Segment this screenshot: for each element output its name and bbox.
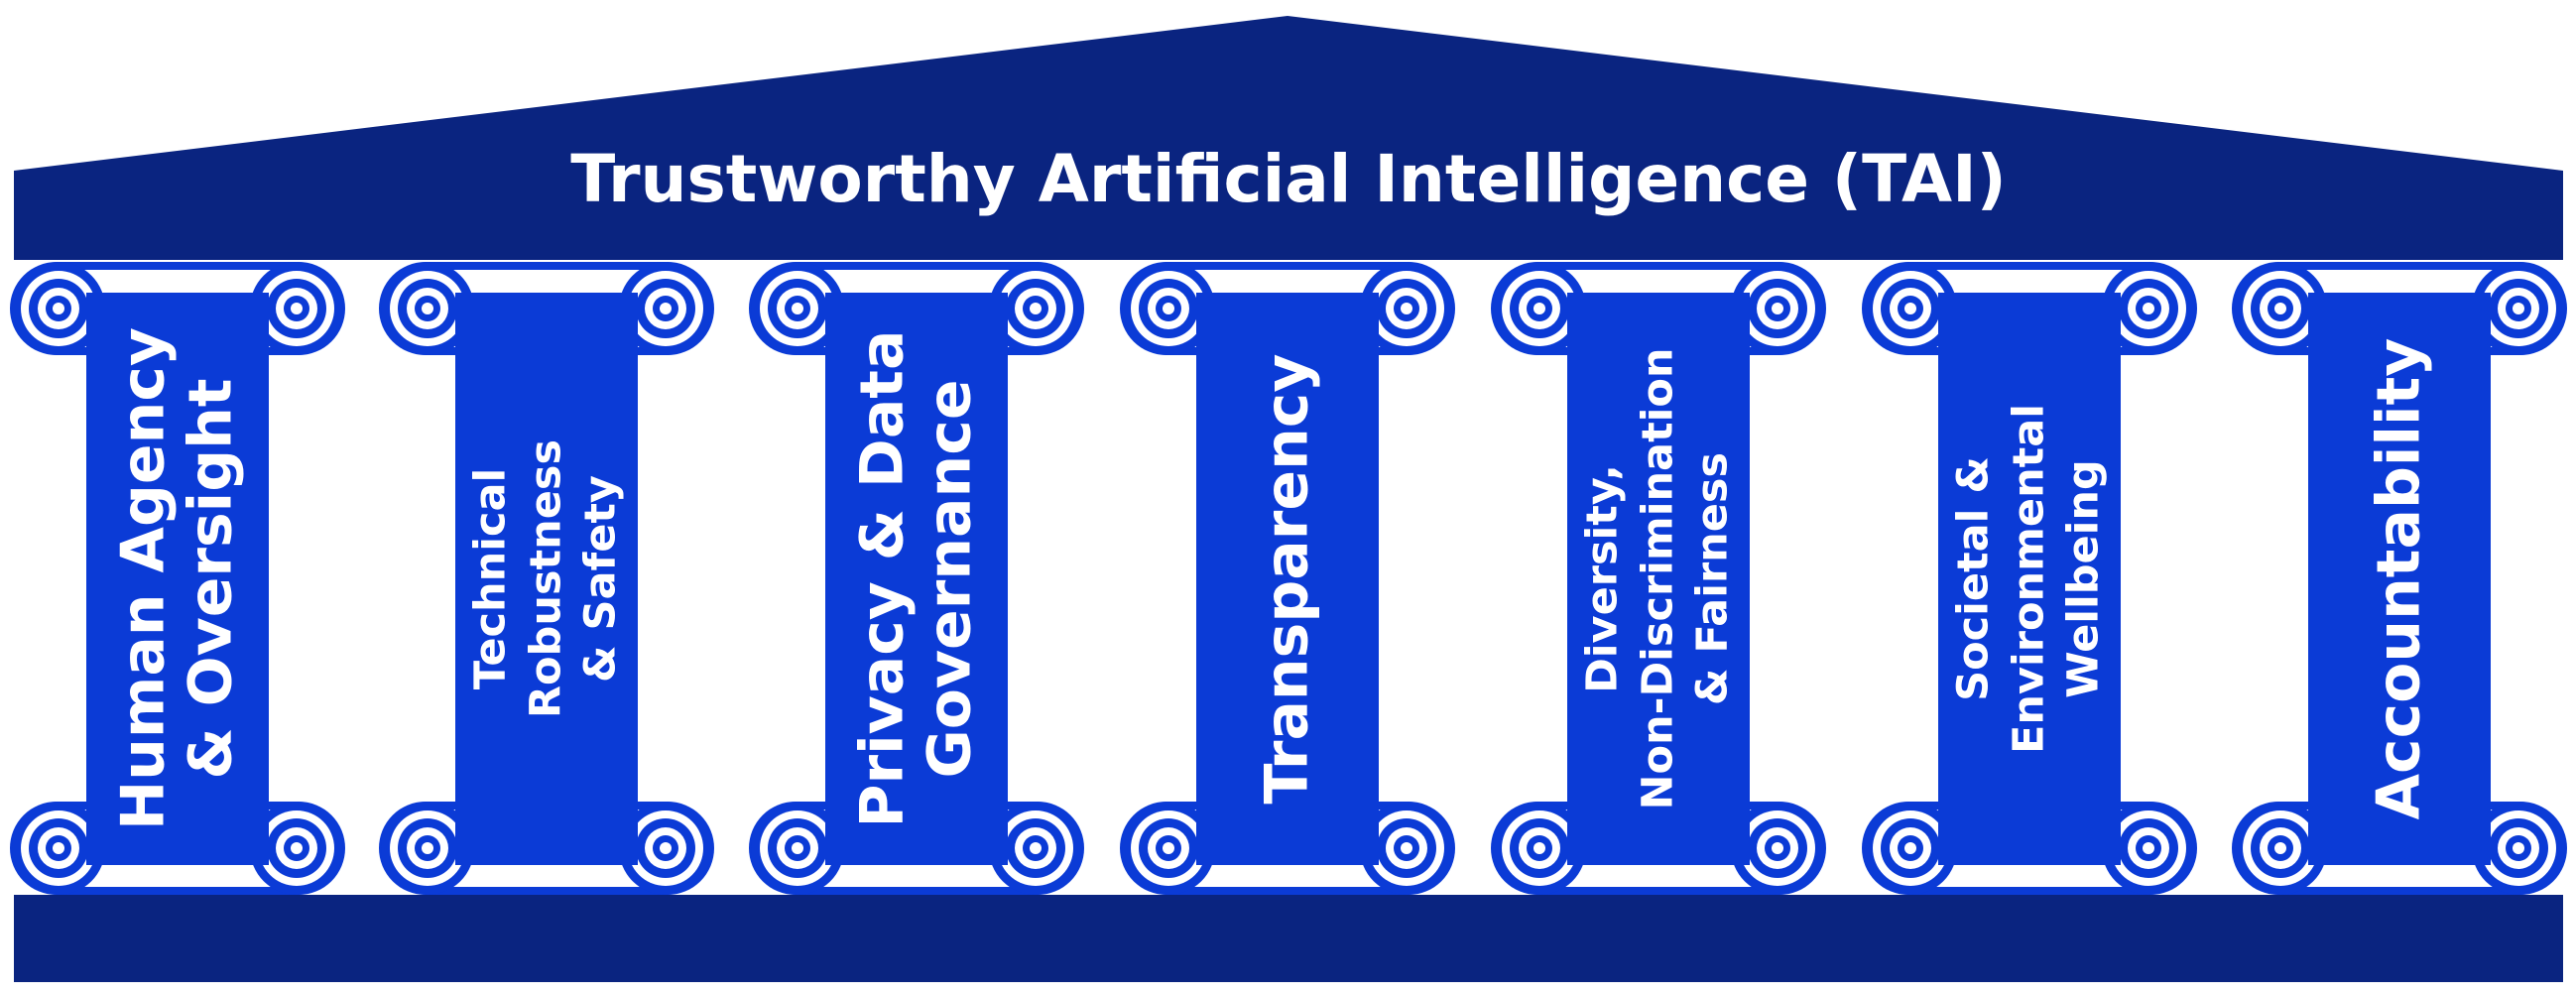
volute-left bbox=[751, 802, 844, 895]
volute-left bbox=[12, 262, 105, 355]
pillar-label-line: Privacy & Data bbox=[847, 329, 918, 827]
volute-right bbox=[2472, 262, 2565, 355]
volute-right bbox=[989, 262, 1082, 355]
volute-left bbox=[381, 262, 474, 355]
pillar-label-line: & Oversight bbox=[176, 377, 245, 780]
volute-right bbox=[250, 262, 343, 355]
pillar-shaft-body bbox=[825, 293, 1008, 865]
volute-left bbox=[1122, 802, 1215, 895]
volute-left bbox=[751, 262, 844, 355]
pillar-label-line: Wellbeing bbox=[2058, 458, 2109, 698]
volute-left bbox=[12, 802, 105, 895]
volute-right bbox=[989, 802, 1082, 895]
pillar-label-line: Environmental bbox=[2004, 403, 2054, 754]
pillar-label-line: Societal & bbox=[1948, 455, 1999, 701]
pillars bbox=[10, 262, 2567, 895]
pillar-label-text: Human Agency& Oversight bbox=[108, 326, 245, 830]
pillar bbox=[1491, 262, 1826, 895]
pillar bbox=[2232, 262, 2567, 895]
volute-right bbox=[2472, 802, 2565, 895]
volute-right bbox=[1731, 802, 1824, 895]
pillar-shaft-body bbox=[1567, 293, 1750, 865]
volute-right bbox=[1731, 262, 1824, 355]
pillar-label-line: Non-Discrimination bbox=[1633, 346, 1683, 810]
pillar-label-line: & Safety bbox=[575, 474, 626, 683]
volute-left bbox=[1864, 802, 1957, 895]
pillar-shaft-body bbox=[2308, 293, 2491, 865]
pillar-label-line: Governance bbox=[915, 378, 984, 779]
pillar bbox=[379, 262, 714, 895]
volute-left bbox=[1864, 262, 1957, 355]
pillar-label: Diversity,Non-Discrimination& Fairness bbox=[1572, 311, 1746, 846]
volute-right bbox=[2102, 802, 2195, 895]
pillar-shaft-body bbox=[1938, 293, 2121, 865]
pillar bbox=[1862, 262, 2197, 895]
pillar-label: Human Agency& Oversight bbox=[91, 311, 265, 846]
pillar-shaft-body bbox=[86, 293, 269, 865]
pillar-label: Accountability bbox=[2313, 311, 2487, 846]
volute-left bbox=[1122, 262, 1215, 355]
pillar-label-line: Robustness bbox=[521, 438, 571, 718]
pillar-label-text: Accountability bbox=[2364, 337, 2434, 819]
pillar bbox=[1120, 262, 1455, 895]
volute-right bbox=[2102, 262, 2195, 355]
volute-left bbox=[2234, 802, 2327, 895]
volute-left bbox=[1493, 262, 1586, 355]
volute-right bbox=[619, 262, 712, 355]
volute-left bbox=[1493, 802, 1586, 895]
pillar-label-line: & Fairness bbox=[1687, 451, 1738, 705]
pillar-label-line: Diversity, bbox=[1577, 463, 1628, 693]
pillar-label: Transparency bbox=[1201, 311, 1375, 846]
pillar-label-text: Transparency bbox=[1252, 353, 1322, 804]
volute-right bbox=[250, 802, 343, 895]
pillar-label-line: Accountability bbox=[2364, 337, 2434, 819]
pillar-label-line: Transparency bbox=[1252, 353, 1322, 804]
pillar bbox=[10, 262, 345, 895]
pillar-label-line: Human Agency bbox=[108, 326, 179, 830]
pillar bbox=[749, 262, 1084, 895]
volute-right bbox=[1360, 262, 1453, 355]
volute-right bbox=[1360, 802, 1453, 895]
volute-left bbox=[381, 802, 474, 895]
volute-right bbox=[619, 802, 712, 895]
pillar-shaft-body bbox=[1196, 293, 1379, 865]
foundation-base bbox=[14, 895, 2563, 982]
temple-title: Trustworthy Artificial Intelligence (TAI… bbox=[570, 140, 2007, 217]
volute-left bbox=[2234, 262, 2327, 355]
pillar-label-text: Diversity,Non-Discrimination& Fairness bbox=[1575, 347, 1742, 809]
pillar-label-line: Technical bbox=[465, 467, 516, 689]
pillar-shaft-body bbox=[455, 293, 638, 865]
roof-pediment bbox=[14, 16, 2563, 260]
